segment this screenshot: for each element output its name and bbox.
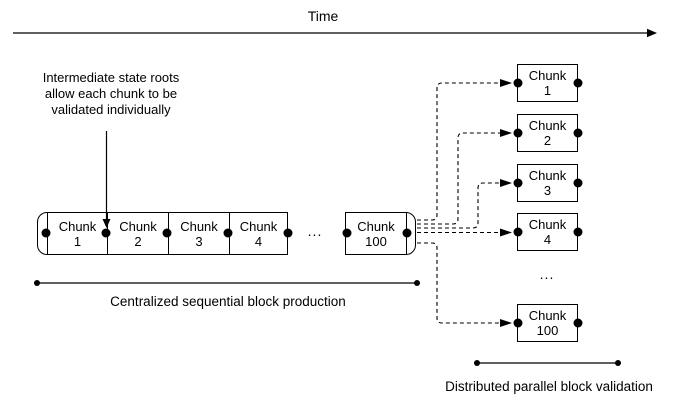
- production-ellipsis: ...: [307, 223, 323, 239]
- chunk-title: Chunk: [239, 218, 278, 234]
- connector-arrowhead-icon: [500, 319, 512, 327]
- state-root-dot: [513, 178, 522, 188]
- state-root-dot: [101, 228, 111, 238]
- chunk-number: 4: [543, 232, 552, 247]
- span-endpoint-dot: [615, 360, 621, 366]
- time-arrowhead-icon: [647, 28, 657, 38]
- connector-arrowhead-icon: [500, 228, 512, 237]
- annotation-line-1: Intermediate state roots: [42, 70, 180, 85]
- state-root-dot: [402, 228, 412, 238]
- state-root-dot: [283, 228, 293, 238]
- chunk-title: Chunk: [58, 218, 97, 234]
- chunk-title: Chunk: [528, 68, 567, 83]
- state-root-dot: [162, 228, 172, 238]
- production-chunk-1: Chunk 1: [48, 213, 108, 254]
- connector-arrowhead-icon: [500, 129, 512, 137]
- state-root-dot: [513, 128, 522, 138]
- connector-arrowhead-icon: [500, 179, 512, 187]
- state-root-dot: [513, 227, 522, 237]
- production-chunk-4: Chunk 4: [230, 213, 287, 254]
- validation-chunk-4: Chunk 4: [517, 213, 578, 251]
- chunk-title: Chunk: [528, 308, 567, 323]
- connector-to-validation-2: [417, 132, 500, 225]
- chunk-title: Chunk: [528, 217, 567, 232]
- connector-arrowhead-icon: [500, 79, 512, 87]
- validation-chunk-1: Chunk 1: [517, 64, 578, 102]
- chunk-number: 2: [134, 233, 142, 249]
- chunk-number: 100: [536, 323, 559, 338]
- state-root-dot: [513, 78, 522, 88]
- state-root-dot: [573, 227, 582, 237]
- validation-ellipsis: ...: [539, 266, 555, 282]
- chunk-title: Chunk: [119, 218, 157, 234]
- validation-caption: Distributed parallel block validation: [445, 379, 653, 394]
- validation-chunk-100: Chunk 100: [517, 304, 578, 342]
- span-endpoint-dot: [34, 280, 40, 286]
- time-axis-label: Time: [307, 8, 339, 24]
- chunk-title: Chunk: [180, 218, 218, 234]
- chunk-number: 100: [365, 233, 387, 249]
- annotation-line-2: allow each chunk to be: [44, 86, 178, 101]
- annotation-text: Intermediate state roots allow each chun…: [28, 70, 194, 118]
- state-root-dot: [573, 318, 582, 328]
- state-root-dot: [41, 228, 51, 238]
- chunk-number: 2: [543, 133, 552, 148]
- span-endpoint-dot: [414, 280, 420, 286]
- chunk-number: 1: [543, 83, 552, 98]
- chunk-number: 4: [254, 233, 263, 249]
- validation-chunk-3: Chunk 3: [517, 164, 578, 202]
- chunk-title: Chunk: [528, 118, 567, 133]
- state-root-dot: [223, 228, 233, 238]
- chunk-number: 3: [195, 233, 203, 249]
- connector-to-validation-1: [417, 82, 500, 221]
- production-chunk-3: Chunk 3: [169, 213, 230, 254]
- chunk-number: 3: [543, 183, 552, 198]
- validation-chunk-2: Chunk 2: [517, 114, 578, 152]
- chunk-title: Chunk: [528, 168, 567, 183]
- chunk-number: 1: [73, 233, 82, 249]
- span-endpoint-dot: [474, 360, 480, 366]
- state-root-dot: [573, 78, 582, 88]
- production-chunk-2: Chunk 2: [108, 213, 169, 254]
- production-chunk-100-cell: Chunk 100: [346, 213, 407, 254]
- state-root-dot: [513, 318, 522, 328]
- chunk-title: Chunk: [357, 218, 395, 234]
- production-chunk-row: Chunk 1 Chunk 2 Chunk 3 Chunk 4: [37, 212, 288, 255]
- production-caption: Centralized sequential block production: [110, 294, 346, 309]
- state-root-dot: [573, 178, 582, 188]
- connector-to-validation-100: [417, 242, 500, 324]
- annotation-line-3: validated individually: [51, 102, 171, 117]
- state-root-dot: [342, 228, 352, 238]
- state-root-dot: [573, 128, 582, 138]
- connector-to-validation-3: [417, 182, 500, 229]
